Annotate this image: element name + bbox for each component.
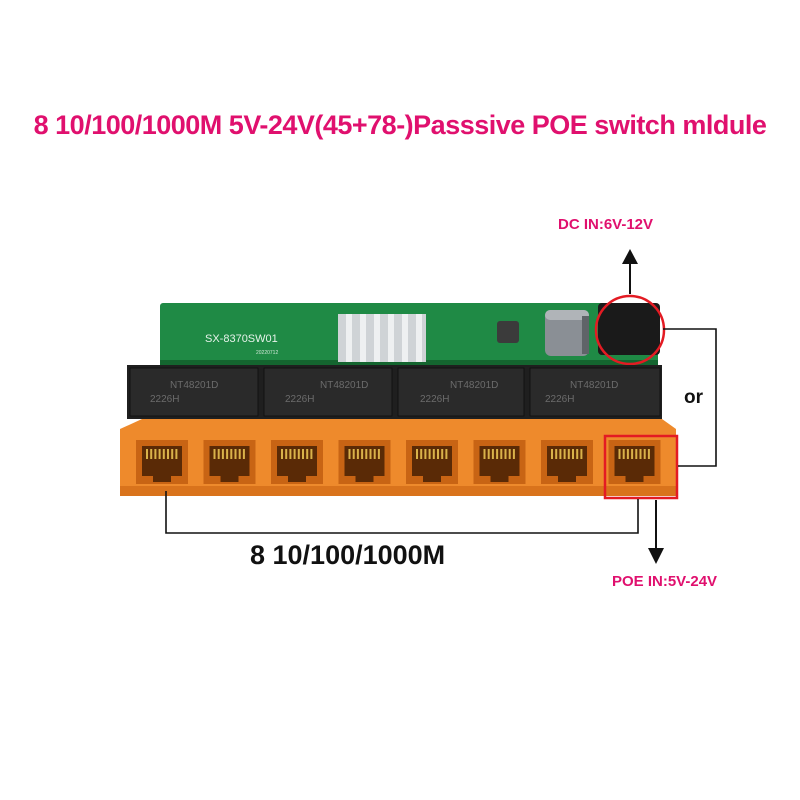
poe-port-highlight-box [603,434,679,500]
transformer-date-1: 2226H [150,394,179,405]
rj45-port [203,440,256,484]
dc-in-label: DC IN:6V-12V [558,216,654,233]
pcb-label: SX-8370SW01 [205,333,278,345]
dc-jack [598,303,660,355]
transformer-code-2: NT48201D [320,380,368,391]
rj45-port [136,440,188,484]
transformer-code-3: NT48201D [450,380,498,391]
rj45-port [338,440,391,484]
rj45-ports [136,440,661,484]
rj45-port [608,440,661,484]
transformer-date-4: 2226H [545,394,574,405]
transformer-code-1: NT48201D [170,380,218,391]
ports-bracket [165,491,639,534]
or-connector-line [663,328,717,467]
poe-in-label: POE IN:5V-24V [612,573,718,590]
transformer-date-3: 2226H [420,394,449,405]
transformer [129,367,259,417]
transformer [263,367,393,417]
dc-in-arrow-head [622,249,638,264]
transformer-row: NT48201D NT48201D NT48201D NT48201D 2226… [127,365,662,419]
rj45-port [406,440,458,484]
transformer-code-4: NT48201D [570,380,618,391]
pcb-edge [160,360,658,366]
rj45-port [541,440,593,484]
poe-in-arrow-head [648,548,664,564]
rj45-port [473,440,526,484]
rj45-port [271,440,323,484]
ports-label: 8 10/100/1000M [250,540,446,570]
inductor [497,321,519,343]
capacitor [545,310,589,356]
transformer [397,367,525,417]
dc-jack-highlight-circle [594,294,666,366]
or-label: or [684,387,703,408]
transformer-date-2: 2226H [285,394,314,405]
transformer [529,367,661,417]
heatsink [338,314,426,362]
rj45-block [120,419,676,496]
product-title: 8 10/100/1000M 5V-24V(45+78-)Passsive PO… [33,110,767,140]
pcb-date: 20220712 [256,350,278,356]
